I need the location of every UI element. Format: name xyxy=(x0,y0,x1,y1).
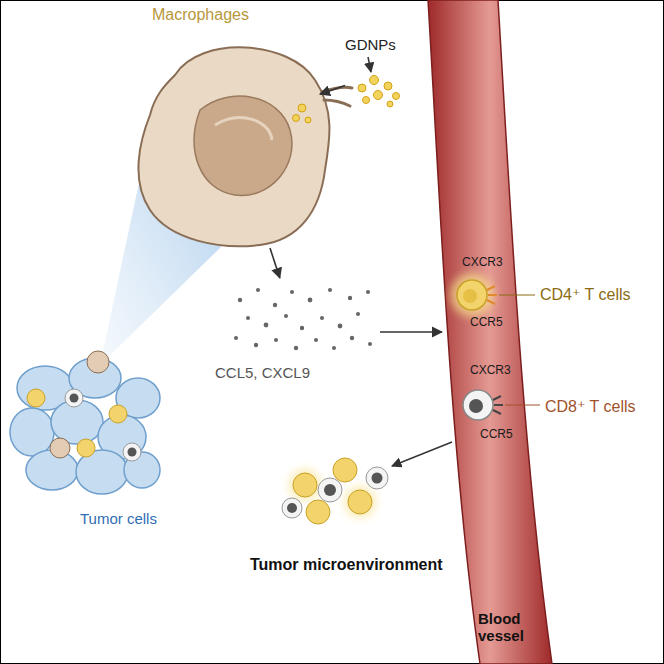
node-label: Blood vessel xyxy=(478,610,542,645)
receptor-label: CCR5 xyxy=(470,316,503,329)
cd8-t-cell-node: CD8⁺ T cells xyxy=(452,390,652,424)
chemokine-node: CCL5, CXCL9 xyxy=(215,278,380,386)
receptor-label: CXCR3 xyxy=(462,256,503,269)
node-label: Tumor cells xyxy=(80,510,157,527)
node-label: CD8⁺ T cells xyxy=(545,398,636,416)
receptor-label: CXCR3 xyxy=(470,364,511,377)
connector-arrow xyxy=(270,248,280,278)
connector-arrow xyxy=(380,331,442,333)
cd4-t-cell-node: CD4⁺ T cells xyxy=(452,278,642,312)
receptor-label: CCR5 xyxy=(480,428,513,441)
macrophage-node: Macrophages xyxy=(140,4,320,248)
uptake-arrow xyxy=(368,57,371,72)
gdnp-particles xyxy=(358,76,400,108)
infiltrated-t-cells xyxy=(282,458,388,524)
leader-line xyxy=(505,405,540,406)
node-label: GDNPs xyxy=(345,36,396,53)
node-label: CD4⁺ T cells xyxy=(540,286,631,304)
leader-line xyxy=(499,295,535,296)
tumor-cells-node: Tumor cells xyxy=(8,340,168,532)
gdnp-node: GDNPs xyxy=(345,36,415,110)
caption: Tumor microenvironment xyxy=(250,556,443,574)
blood-vessel xyxy=(428,0,552,664)
blood-vessel-node: CD4⁺ T cellsCD8⁺ T cellsBlood vessel xyxy=(442,0,658,664)
macrophage-cell xyxy=(138,47,352,246)
connector-arrow xyxy=(320,85,345,94)
cd8-t-cell xyxy=(463,390,503,420)
node-label: CCL5, CXCL9 xyxy=(215,364,310,381)
node-label: Macrophages xyxy=(152,6,249,24)
cd4-t-cell xyxy=(450,273,497,317)
chemokine-dots xyxy=(234,288,372,350)
infiltration-arrow xyxy=(392,442,452,466)
tumor-cluster xyxy=(10,358,160,494)
cluster-cells xyxy=(27,351,141,461)
